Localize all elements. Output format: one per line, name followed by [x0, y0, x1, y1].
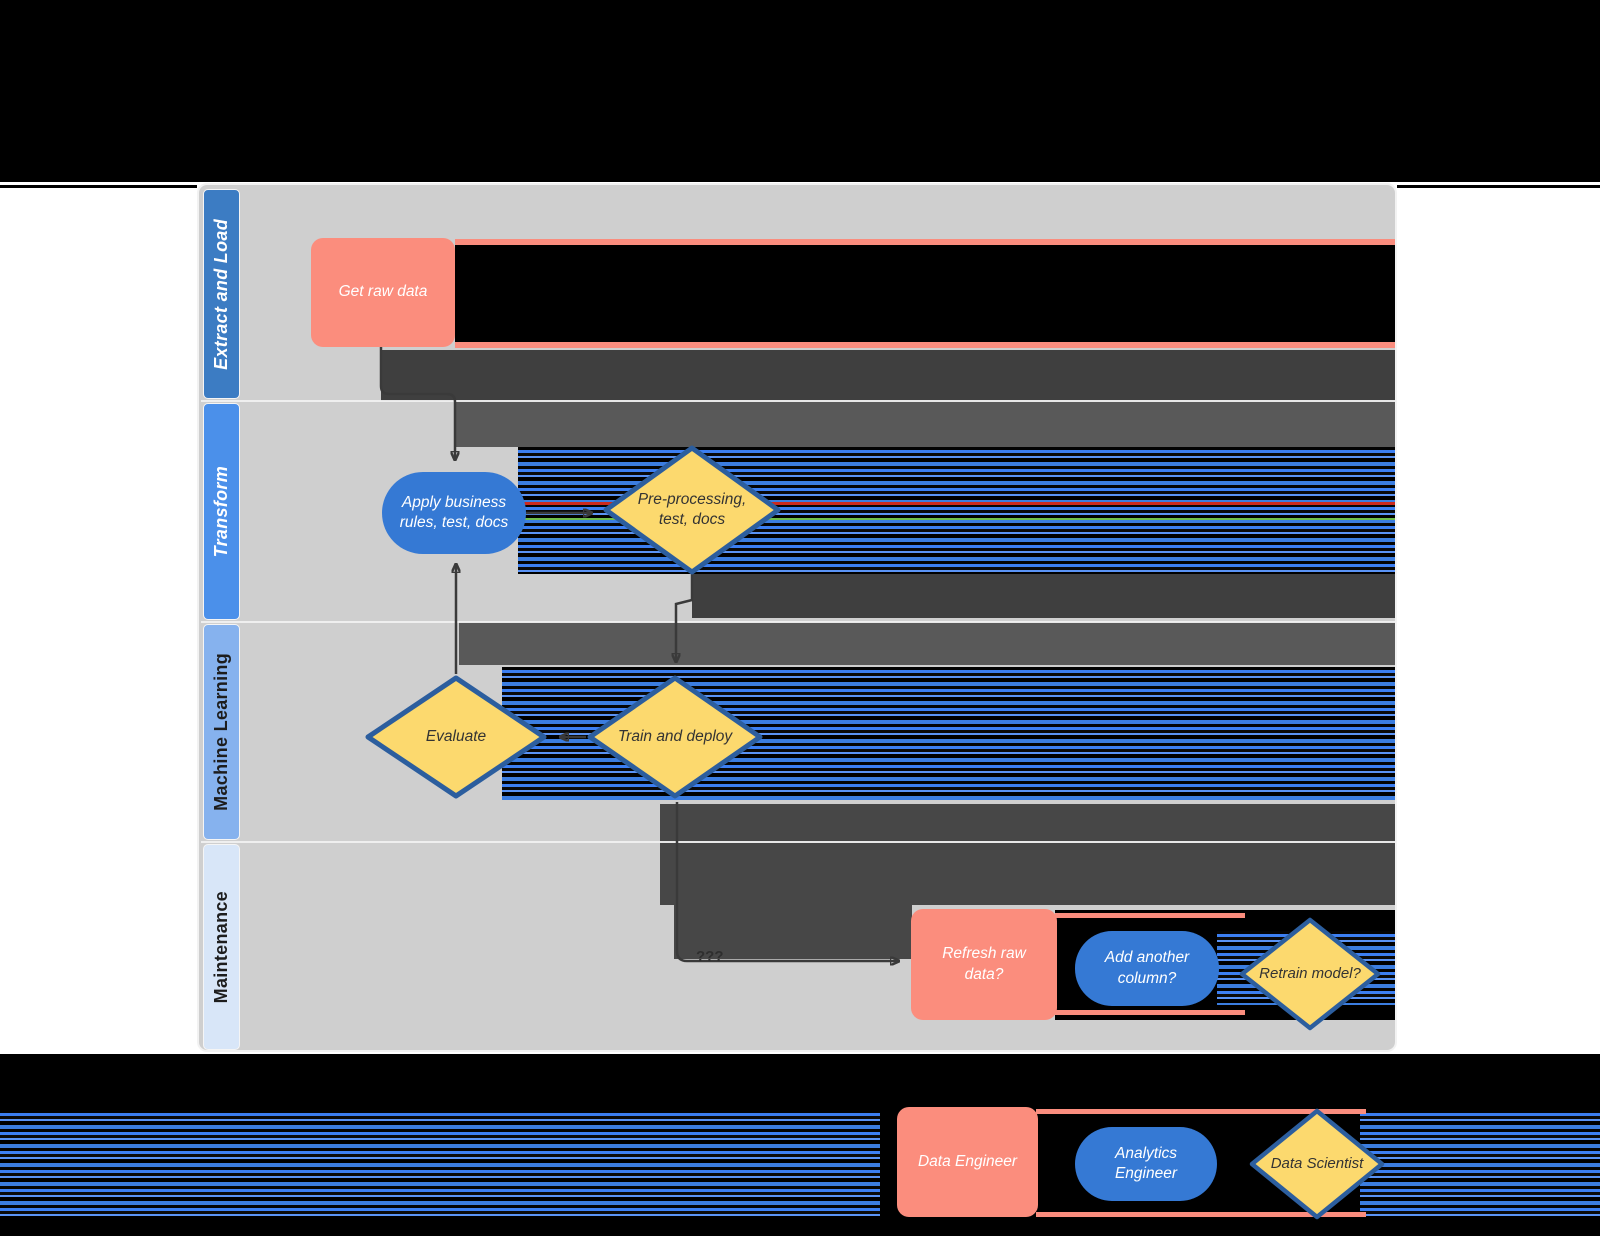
top-rule-left [0, 185, 197, 188]
bottom-black-band: Data Engineer Analytics Engineer Data Sc… [0, 1054, 1600, 1236]
artifact-streak [455, 239, 1395, 245]
connector-train-to-refresh[interactable] [675, 802, 899, 961]
diamond-shape [1239, 917, 1381, 1031]
artifact-streak [518, 502, 1395, 505]
node-refresh-raw-data[interactable]: Refresh raw data? [911, 909, 1057, 1020]
node-get-raw-data[interactable]: Get raw data [311, 238, 455, 347]
artifact-streak [1055, 1010, 1245, 1015]
node-train-and-deploy[interactable]: Train and deploy [586, 674, 764, 800]
node-label: Add another column? [1104, 949, 1190, 987]
legend-data-engineer[interactable]: Data Engineer [897, 1107, 1038, 1217]
connector-preprocessing-to-train[interactable] [676, 574, 694, 662]
legend-data-scientist[interactable]: Data Scientist [1248, 1107, 1386, 1221]
diamond-shape [1249, 1108, 1385, 1220]
diamond-shape [587, 675, 763, 799]
lane-transform[interactable]: Transform [203, 403, 240, 620]
lane-divider [201, 621, 1395, 623]
legend-label: Data Engineer [917, 1152, 1018, 1170]
node-preprocessing[interactable]: Pre-processing, test, docs [602, 444, 782, 576]
node-apply-business-rules[interactable]: Apply business rules, test, docs [382, 472, 526, 554]
node-label: Train and deploy [617, 727, 733, 745]
artifact-streak [1055, 913, 1245, 918]
node-label: Retrain model? [1259, 965, 1361, 983]
artifact-block [381, 350, 1395, 401]
node-add-another-column[interactable]: Add another column? [1075, 931, 1219, 1006]
diamond-shape [365, 675, 547, 799]
node-label: Pre-processing, test, docs [637, 490, 747, 528]
artifact-streak [1036, 1109, 1366, 1114]
lane-divider [201, 400, 1395, 402]
artifact-block [692, 574, 1395, 618]
lane-extract-and-load[interactable]: Extract and Load [203, 189, 240, 399]
node-label: Apply business rules, test, docs [399, 493, 509, 531]
diamond-shape [603, 445, 781, 575]
node-evaluate[interactable]: Evaluate [364, 674, 548, 800]
legend-label: Data Scientist [1270, 1155, 1364, 1173]
node-label: Get raw data [338, 283, 428, 301]
artifact-streak [455, 342, 1395, 348]
node-label: Evaluate [425, 727, 487, 745]
lane-maintenance[interactable]: Maintenance [203, 844, 240, 1050]
flowchart-canvas: Extract and Load Transform Machine Learn… [197, 183, 1397, 1052]
lane-machine-learning[interactable]: Machine Learning [203, 624, 240, 840]
lane-divider [201, 841, 1395, 843]
artifact-streak [1036, 1212, 1366, 1217]
legend-analytics-engineer[interactable]: Analytics Engineer [1075, 1127, 1217, 1201]
node-label: Refresh raw data? [942, 945, 1026, 983]
artifact-block [455, 401, 1395, 447]
node-retrain-model[interactable]: Retrain model? [1238, 916, 1382, 1032]
artifact-block [455, 245, 1395, 342]
artifact-streak [518, 518, 1395, 520]
artifact-block [674, 905, 912, 959]
top-black-band [0, 0, 1600, 182]
connector-label: ??? [696, 948, 724, 965]
top-rule-right [1397, 185, 1600, 188]
connector-getraw-to-apply[interactable] [379, 347, 455, 460]
artifact-block [660, 804, 1395, 905]
connectors-layer [379, 347, 1397, 1052]
artifact-block [459, 622, 1395, 665]
legend-label: Analytics Engineer [1114, 1144, 1178, 1182]
